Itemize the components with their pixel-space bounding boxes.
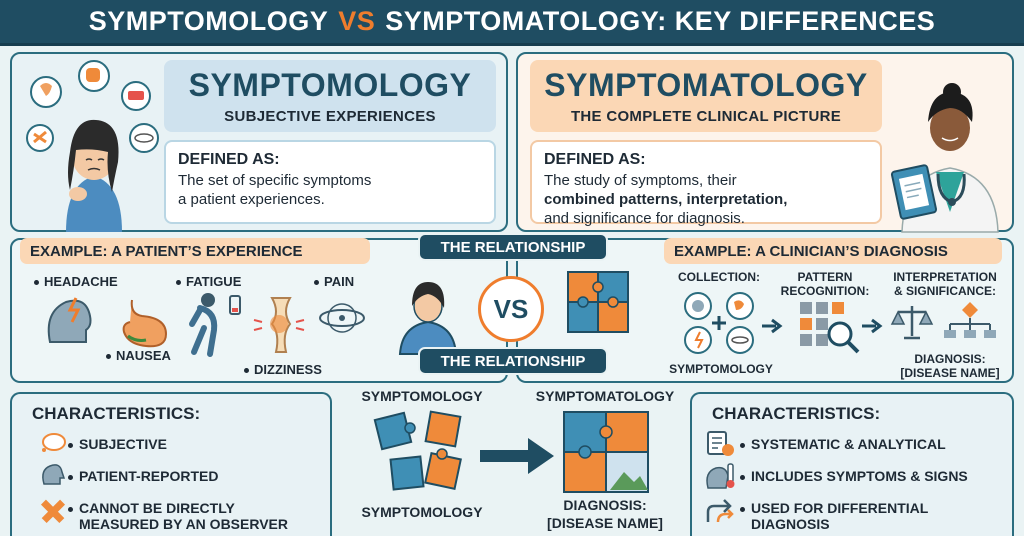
symptomology-subheading: SUBJECTIVE EXPERIENCES bbox=[224, 108, 436, 125]
vs-circle: VS bbox=[478, 276, 544, 342]
flowchart-icon bbox=[944, 302, 996, 338]
bottom-diagnosis-label: DIAGNOSIS:[DISEASE NAME] bbox=[547, 497, 663, 531]
definition-line-1: The study of symptoms, their bbox=[544, 172, 737, 189]
patient-avatar-icon bbox=[398, 282, 458, 355]
symptom-dizziness: DIZZINESS bbox=[244, 362, 322, 377]
branching-arrows-icon bbox=[706, 499, 734, 523]
char-systematic: SYSTEMATIC & ANALYTICAL bbox=[740, 436, 946, 452]
defined-as-label: DEFINED AS: bbox=[178, 151, 280, 168]
symptom-fatigue: FATIGUE bbox=[176, 274, 241, 289]
big-arrow-right-icon bbox=[480, 438, 554, 474]
collection-symptoms-icon bbox=[684, 292, 754, 354]
clinician-diagnosis-panel: EXAMPLE: A CLINICIAN’S DIAGNOSIS COLLECT… bbox=[516, 238, 1014, 383]
scales-icon bbox=[890, 306, 934, 340]
relationship-label-middle: THE RELATIONSHIP bbox=[418, 347, 608, 375]
vs-text: VS bbox=[493, 293, 529, 324]
clinician-example-title: EXAMPLE: A CLINICIAN’S DIAGNOSIS bbox=[664, 238, 1002, 264]
speaking-head-icon bbox=[42, 464, 66, 485]
arrow-right-icon bbox=[862, 318, 883, 334]
symptomology-definition: DEFINED AS: The set of specific symptoms… bbox=[164, 140, 496, 224]
definition-line-2: combined patterns, interpretation, bbox=[544, 191, 788, 208]
char-includes-signs: INCLUDES SYMPTOMS & SIGNS bbox=[740, 468, 968, 484]
definition-line-2: a patient experiences. bbox=[178, 191, 325, 208]
headache-icon bbox=[47, 297, 92, 343]
char-subjective: SUBJECTIVE bbox=[68, 436, 167, 452]
collection-label: COLLECTION: bbox=[678, 270, 760, 284]
symptom-headache: HEADACHE bbox=[34, 274, 118, 289]
checklist-gear-icon bbox=[707, 431, 734, 456]
symptomology-heading: SYMPTOMOLOGY bbox=[188, 67, 472, 103]
symptomology-caption: SYMPTOMOLOGY bbox=[669, 362, 773, 376]
title-vs: VS bbox=[338, 6, 376, 36]
puzzle-icon bbox=[567, 271, 629, 333]
char-patient-reported: PATIENT-REPORTED bbox=[68, 468, 219, 484]
interpretation-label: INTERPRETATION& SIGNIFICANCE: bbox=[893, 270, 997, 298]
pattern-grid-icon bbox=[800, 302, 860, 354]
sad-patient-illustration bbox=[26, 60, 159, 232]
symptom-nausea: NAUSEA bbox=[106, 348, 171, 363]
scattered-puzzle-icon bbox=[373, 410, 462, 491]
symptomatology-heading-box: SYMPTOMATOLOGY THE COMPLETE CLINICAL PIC… bbox=[530, 60, 882, 132]
joint-pain-icon bbox=[253, 297, 305, 353]
bottom-symptomatology-top: SYMPTOMATOLOGY bbox=[535, 388, 675, 404]
symptomology-panel: SYMPTOMOLOGY SUBJECTIVE EXPERIENCES DEFI… bbox=[10, 52, 508, 232]
patient-example-title: EXAMPLE: A PATIENT’S EXPERIENCE bbox=[20, 238, 370, 264]
title-symptomology: SYMPTOMOLOGY bbox=[88, 6, 329, 36]
complete-puzzle-icon bbox=[563, 411, 649, 493]
symptomology-heading-box: SYMPTOMOLOGY SUBJECTIVE EXPERIENCES bbox=[164, 60, 496, 132]
bottom-symptomology-top: SYMPTOMOLOGY bbox=[361, 388, 483, 404]
head-thermometer-icon bbox=[706, 463, 735, 489]
thought-bubble-icon bbox=[42, 433, 66, 452]
title-rest: SYMPTOMATOLOGY: KEY DIFFERENCES bbox=[385, 6, 936, 36]
crossed-ruler-icon bbox=[40, 499, 66, 524]
symptomatology-panel: SYMPTOMATOLOGY THE COMPLETE CLINICAL PIC… bbox=[516, 52, 1014, 233]
symptomatology-subheading: THE COMPLETE CLINICAL PICTURE bbox=[570, 108, 842, 125]
symptomology-characteristics: CHARACTERISTICS: SUBJECTIVE PATIENT-REPO… bbox=[10, 392, 332, 536]
defined-as-label: DEFINED AS: bbox=[544, 151, 646, 168]
fatigue-figure-icon bbox=[189, 293, 241, 357]
definition-line-1: The set of specific symptoms bbox=[178, 172, 372, 189]
symptom-pain: PAIN bbox=[314, 274, 354, 289]
doctor-illustration bbox=[890, 83, 999, 233]
symptomatology-heading: SYMPTOMATOLOGY bbox=[544, 67, 868, 103]
symptomatology-definition: DEFINED AS: The study of symptoms, their… bbox=[530, 140, 882, 227]
symptomatology-characteristics: CHARACTERISTICS: SYSTEMATIC & ANALYTICAL… bbox=[690, 392, 1014, 536]
characteristics-title: CHARACTERISTICS: bbox=[712, 404, 881, 423]
relationship-label-top: THE RELATIONSHIP bbox=[418, 233, 608, 261]
characteristics-title: CHARACTERISTICS: bbox=[32, 404, 201, 423]
arrow-right-icon bbox=[762, 318, 783, 334]
clinician-diagnosis-label: DIAGNOSIS:[DISEASE NAME] bbox=[900, 352, 1000, 380]
stomach-nausea-icon bbox=[122, 299, 168, 348]
dizziness-icon bbox=[319, 303, 365, 333]
page-title: SYMPTOMOLOGY VS SYMPTOMATOLOGY: KEY DIFF… bbox=[0, 0, 1024, 46]
definition-line-3: and significance for diagnosis. bbox=[544, 210, 745, 227]
bottom-symptomology-bottom: SYMPTOMOLOGY bbox=[361, 504, 483, 520]
